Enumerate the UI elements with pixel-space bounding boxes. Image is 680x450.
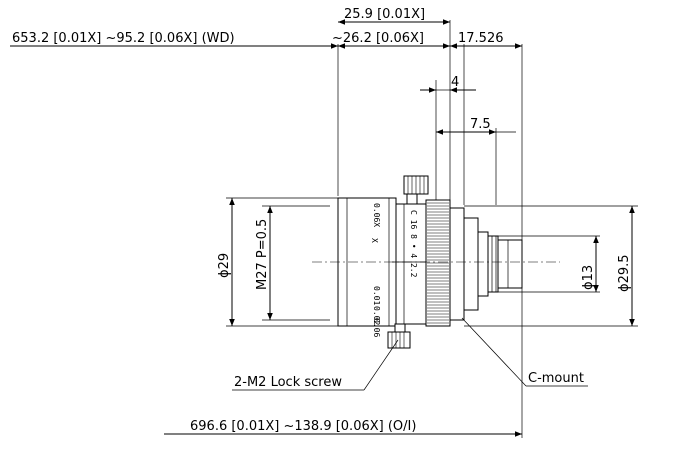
focus-label-x: X bbox=[370, 238, 379, 243]
dim-wd-range: 653.2 [0.01X] ~95.2 [0.06X] (WD) bbox=[12, 31, 235, 46]
focus-label-bottom-3: 0.06 bbox=[372, 318, 381, 337]
dim-7-5: 7.5 bbox=[470, 117, 491, 132]
focus-label-top: 0.06X bbox=[372, 203, 381, 227]
dim-diameter-29-5: ϕ29.5 bbox=[617, 254, 632, 292]
iris-scale: C 16 8 • 4 2.2 bbox=[409, 210, 418, 278]
bottom-lock-screw bbox=[387, 331, 411, 349]
dim-oi-range: 696.6 [0.01X] ~138.9 [0.06X] (O/I) bbox=[190, 419, 416, 434]
dim-17-526: 17.526 bbox=[458, 31, 504, 46]
callout-lock-screw: 2-M2 Lock screw bbox=[234, 375, 342, 390]
bottom-dimension: 696.6 [0.01X] ~138.9 [0.06X] (O/I) bbox=[164, 419, 522, 437]
dim-diameter-29: ϕ29 bbox=[217, 253, 232, 278]
callouts: 2-M2 Lock screw C-mount bbox=[232, 317, 588, 391]
callout-c-mount: C-mount bbox=[528, 371, 584, 386]
dim-25-9: 25.9 [0.01X] bbox=[344, 7, 425, 22]
right-dimensions: ϕ13 ϕ29.5 bbox=[464, 205, 638, 327]
focus-label-bottom-1: 0.01 bbox=[372, 286, 381, 305]
left-dimensions: ϕ29 M27 P=0.5 bbox=[217, 197, 338, 327]
focus-label-bottom-2: 0.02 bbox=[372, 306, 381, 325]
dim-diameter-13: ϕ13 bbox=[581, 265, 596, 290]
top-dimensions: 25.9 [0.01X] 653.2 [0.01X] ~95.2 [0.06X]… bbox=[10, 7, 523, 438]
dim-thread: M27 P=0.5 bbox=[255, 219, 270, 290]
dim-4: 4 bbox=[451, 75, 459, 90]
dim-flange-range: ~26.2 [0.06X] bbox=[332, 31, 424, 46]
